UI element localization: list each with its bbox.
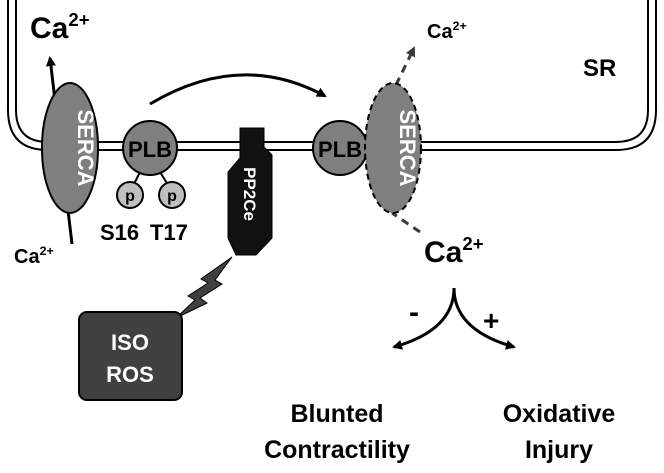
outcome-left-line2: Contractility bbox=[264, 436, 410, 464]
serca-right-label: SERCA bbox=[395, 109, 420, 186]
serca-left: SERCA bbox=[41, 82, 99, 214]
serca-right-transport-arrow-top bbox=[394, 46, 416, 86]
sr-label: SR bbox=[583, 55, 616, 82]
outcome-right-line2: Injury bbox=[525, 436, 593, 464]
plb-left: PLB bbox=[122, 120, 178, 176]
sign-minus: - bbox=[409, 296, 419, 329]
ca-cytosol-label: Ca2+ bbox=[424, 233, 484, 269]
site-t17-label: T17 bbox=[150, 220, 188, 245]
iso-ros-box: ISO ROS bbox=[78, 311, 183, 401]
svg-text:p: p bbox=[125, 188, 135, 205]
plb-left-label: PLB bbox=[128, 137, 172, 162]
serca-left-label: SERCA bbox=[73, 109, 98, 186]
ca-top-left-label: Ca2+ bbox=[30, 9, 90, 45]
plb-translocation-arrow bbox=[149, 73, 327, 106]
site-s16-label: S16 bbox=[100, 220, 139, 245]
plb-right-label: PLB bbox=[318, 137, 362, 162]
phospho-s16: p bbox=[116, 181, 144, 209]
iso-label: ISO bbox=[111, 330, 149, 355]
sign-plus: + bbox=[483, 305, 499, 336]
outcome-right-line1: Oxidative bbox=[503, 400, 616, 428]
serca-right: SERCA bbox=[364, 82, 422, 214]
serca-right-transport-arrow bbox=[391, 211, 421, 234]
plb-right: PLB bbox=[312, 120, 368, 176]
pp2ce-label: PP2Ce bbox=[240, 167, 259, 221]
svg-text:p: p bbox=[167, 188, 177, 205]
ros-label: ROS bbox=[106, 362, 154, 387]
outcome-split-arrows bbox=[392, 287, 516, 350]
outcome-left-line1: Blunted bbox=[290, 400, 383, 428]
ca-bottom-left-label: Ca2+ bbox=[14, 244, 54, 268]
phospho-t17: p bbox=[158, 181, 186, 209]
lightning-bolt-icon bbox=[175, 256, 233, 319]
pp2ce-phosphatase: PP2Ce bbox=[227, 127, 273, 256]
ca-top-right-label: Ca2+ bbox=[427, 19, 467, 43]
